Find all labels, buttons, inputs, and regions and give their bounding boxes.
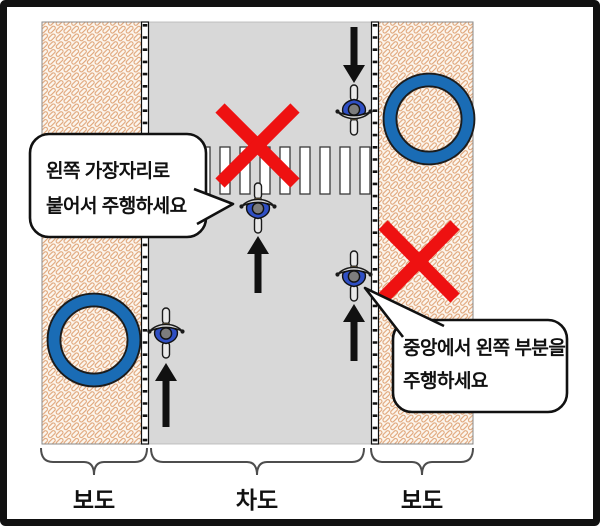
allowed-circle-icon <box>46 292 142 388</box>
right-curb-line <box>370 21 380 445</box>
right-bubble-line2: 주행하세요 <box>403 370 488 392</box>
roadway-label: 차도 <box>236 487 278 513</box>
left-speech-bubble: 왼쪽 가장자리로 붙어서 주행하세요 <box>28 132 235 239</box>
up-arrow-icon <box>155 363 177 427</box>
left-bubble-line2: 붙어서 주행하세요 <box>46 195 187 217</box>
up-arrow-icon <box>343 304 365 361</box>
speech-bubble-tail <box>193 187 235 226</box>
speech-bubble-tail <box>363 286 445 338</box>
left-bubble-line1: 왼쪽 가장자리로 <box>46 160 170 182</box>
left-sidewalk-brace <box>40 447 148 476</box>
prohibited-x-icon <box>215 103 300 188</box>
right-speech-bubble: 중앙에서 왼쪽 부분을 주행하세요 <box>363 286 569 414</box>
roadway-brace <box>150 447 365 476</box>
prohibited-x-icon <box>378 220 460 303</box>
allowed-circle-icon <box>382 72 476 166</box>
left-sidewalk-label: 보도 <box>73 487 115 513</box>
down-arrow-icon <box>343 27 365 83</box>
right-bubble-line1: 중앙에서 왼쪽 부분을 <box>403 337 565 359</box>
right-sidewalk-brace <box>370 447 474 476</box>
up-arrow-icon <box>247 236 269 293</box>
zone-braces <box>40 447 474 476</box>
right-sidewalk-label: 보도 <box>401 487 443 513</box>
